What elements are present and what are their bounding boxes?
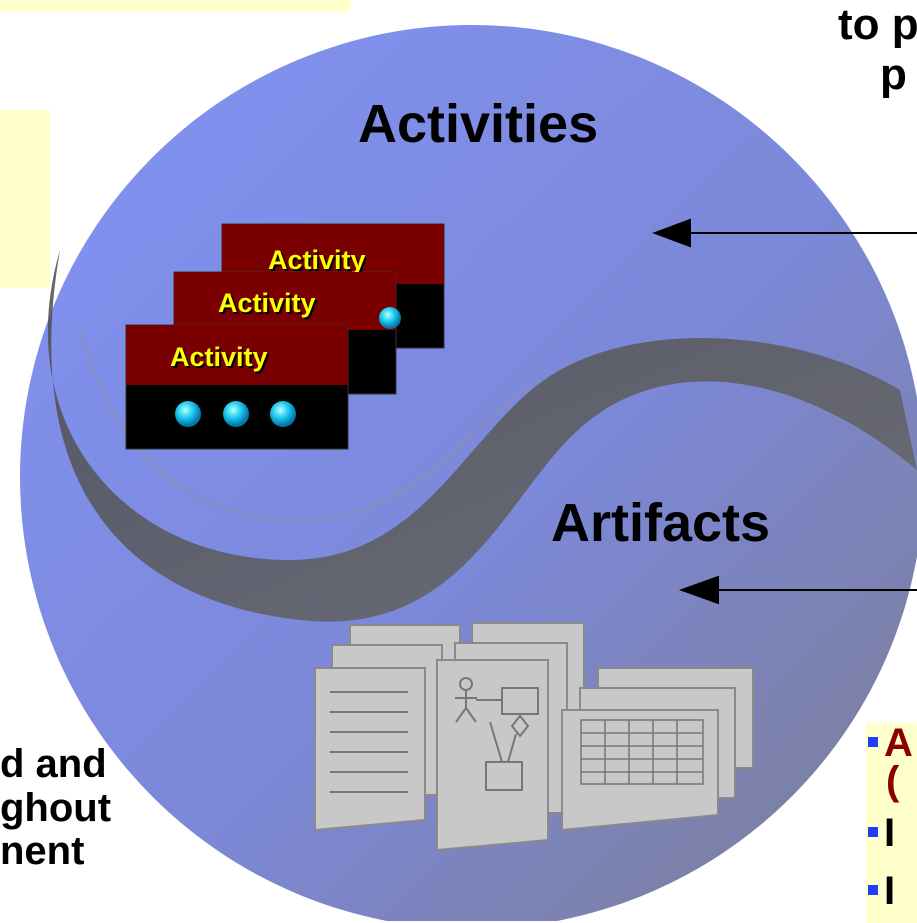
arrow-to-activities (652, 218, 917, 248)
bottom-left-text-line-1: d and (0, 742, 107, 786)
activity-dot-2 (223, 401, 249, 427)
bullet-text-1: A (884, 721, 913, 765)
bottom-right-bullet-box: A ( I I (866, 721, 917, 923)
activity-card-front (125, 324, 349, 450)
activity-dot-1 (175, 401, 201, 427)
bottom-left-text-line-2: ghout (0, 786, 112, 830)
bottom-left-text-line-3: nent (0, 829, 85, 873)
left-note (0, 110, 50, 288)
arrow-to-artifacts (679, 575, 917, 605)
artifacts-label: Artifacts (551, 493, 771, 553)
activities-label: Activities (358, 94, 599, 154)
top-left-note (0, 0, 350, 12)
bullet-marker-3 (868, 885, 878, 895)
activity-card-middle-label: Activity (218, 288, 316, 318)
top-right-text-line-1: to p (838, 0, 917, 49)
top-right-text-line-2: p (880, 50, 907, 99)
activity-dot-3 (270, 401, 296, 427)
bullet-text-3: I (884, 869, 896, 913)
bullet-text-1-cont: ( (886, 759, 900, 803)
activity-card-back-label: Activity (268, 245, 366, 272)
bullet-marker-1 (868, 737, 878, 747)
bullet-marker-2 (868, 827, 878, 837)
activity-card-front-label: Activity (170, 342, 268, 372)
artifact-stack-table (561, 667, 754, 832)
s-curve-band (47, 250, 917, 622)
bullet-text-2: I (884, 811, 896, 855)
artifact-stack-diagram (436, 622, 585, 852)
